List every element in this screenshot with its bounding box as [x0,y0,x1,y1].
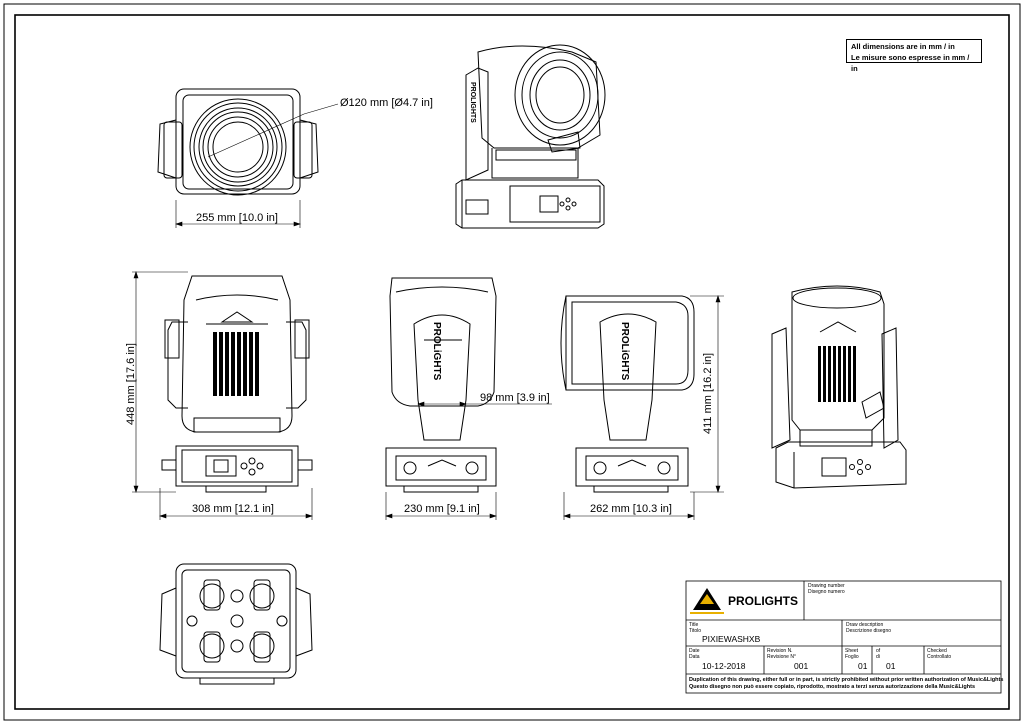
brand-name: PROLIGHTS [728,594,799,608]
date-value: 10-12-2018 [702,661,746,671]
tilted-width-label: 262 mm [10.3 in] [590,503,672,515]
units-note: All dimensions are in mm / in Le misure … [846,39,982,73]
side-width-label: 230 mm [9.1 in] [404,503,480,515]
revision-value: 001 [794,661,809,671]
top-view [157,88,339,196]
bottom-view [159,563,313,685]
arm-width-dimension [417,401,552,407]
iso-view-top [455,44,606,229]
side-brand-vertical: PROLiGHTS [431,322,442,381]
title-label: Title Titolo [689,622,702,634]
tilted-side-view [560,295,695,493]
height-label: 448 mm [17.6 in] [125,343,137,425]
copyright-footer: Duplication of this drawing, either full… [689,677,1004,690]
tilted-height-dimension [690,295,724,493]
arm-width-label: 98 mm [3.9 in] [480,392,550,404]
lens-diameter-label: Ø120 mm [Ø4.7 in] [340,97,433,109]
units-note-line2: Le misure sono espresse in mm / in [851,53,970,73]
tilted-brand-vertical: PROLiGHTS [619,322,630,381]
side-view [385,277,497,493]
tilted-height-label: 411 mm [16.2 in] [702,352,714,434]
prolights-logo-icon [690,588,724,614]
top-width-label: 255 mm [10.0 in] [196,212,278,224]
front-width-label: 308 mm [12.1 in] [192,503,274,515]
units-note-line1: All dimensions are in mm / in [851,42,955,51]
of-value: 01 [886,661,896,671]
iso-view-right [771,285,907,489]
front-width-dimension [159,488,313,520]
front-view-heatsink [213,332,259,396]
drawing-number-label: Drawing number Disegno numero [808,583,845,595]
iso-brand-vertical: PROLIGHTS [469,82,476,123]
height-dimension [132,271,188,493]
checked-label: Checked Controllato [927,648,952,660]
of-label: of di [876,648,881,660]
tilted-width-dimension [563,492,695,520]
side-width-dimension [385,492,497,520]
iso-right-heatsink [818,346,856,402]
date-label: Date Data [689,648,700,660]
sheet-label: Sheet Foglio [845,648,859,660]
title-value: PIXIEWASHXB [702,634,761,644]
sheet-border [3,3,1021,721]
top-width-dimension [175,200,301,228]
revision-label: Revision N. Revisione N° [767,648,796,660]
sheet-value: 01 [858,661,868,671]
draw-description-label: Draw description Descrizione disegno [846,622,892,634]
front-view [161,275,313,493]
title-block-frame [685,580,1002,694]
